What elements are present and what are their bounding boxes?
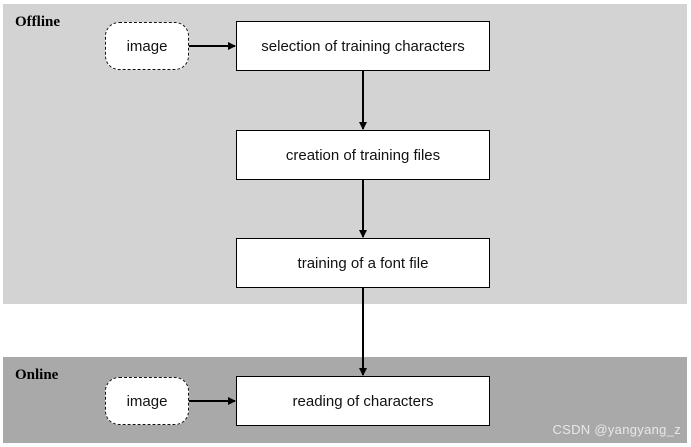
online-phase-label: Online bbox=[15, 367, 59, 383]
offline-phase-label: Offline bbox=[15, 14, 60, 30]
step-creation-of-training-files: creation of training files bbox=[236, 130, 490, 180]
step-training-of-a-font-file: training of a font file bbox=[236, 238, 490, 288]
watermark-text: CSDN @yangyang_z bbox=[552, 422, 681, 437]
step-selection-of-training-characters: selection of training characters bbox=[236, 21, 490, 71]
step-reading-of-characters: reading of characters bbox=[236, 376, 490, 426]
offline-image-input: image bbox=[105, 22, 189, 70]
online-image-input: image bbox=[105, 377, 189, 425]
